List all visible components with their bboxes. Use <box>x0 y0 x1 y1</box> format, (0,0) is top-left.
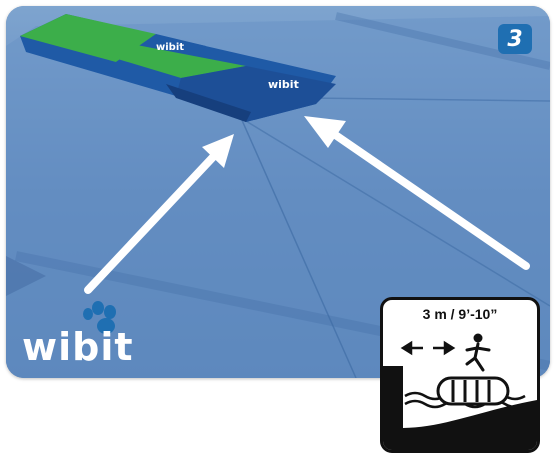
depth-pictogram: 3 m / 9’-10” <box>380 297 540 453</box>
inflatable-print: wibit <box>156 42 184 53</box>
inflatable-print: wibit <box>268 78 299 91</box>
depth-label: 3 m / 9’-10” <box>422 306 498 322</box>
anchor-line <box>240 117 357 378</box>
seabed-icon <box>403 400 537 450</box>
arrow-pointer-left <box>84 134 234 294</box>
pictogram-art <box>383 333 537 450</box>
inflatable-side <box>166 84 251 122</box>
platform-edge-icon <box>383 366 403 450</box>
inflatable-green-section <box>91 41 246 78</box>
pool-scene: wibit wibit <box>6 6 550 378</box>
inflatable-tube-icon <box>436 376 510 406</box>
anchor-line <box>240 117 550 307</box>
pool-floor <box>6 16 550 378</box>
wibit-logo-icon <box>83 301 116 334</box>
pool-edge-left <box>6 256 46 296</box>
arrow-pointer-right <box>304 116 530 270</box>
brand-wordmark: wibit <box>22 325 134 369</box>
pool-edge-right <box>335 12 550 70</box>
arrow-left-icon <box>400 340 423 356</box>
person-jumping-icon <box>465 333 491 372</box>
anchor-line <box>305 97 550 102</box>
arrow-right-icon <box>433 340 456 356</box>
step-number-badge: 3 <box>498 24 532 54</box>
product-photo: wibit wibit 3 <box>6 6 550 378</box>
